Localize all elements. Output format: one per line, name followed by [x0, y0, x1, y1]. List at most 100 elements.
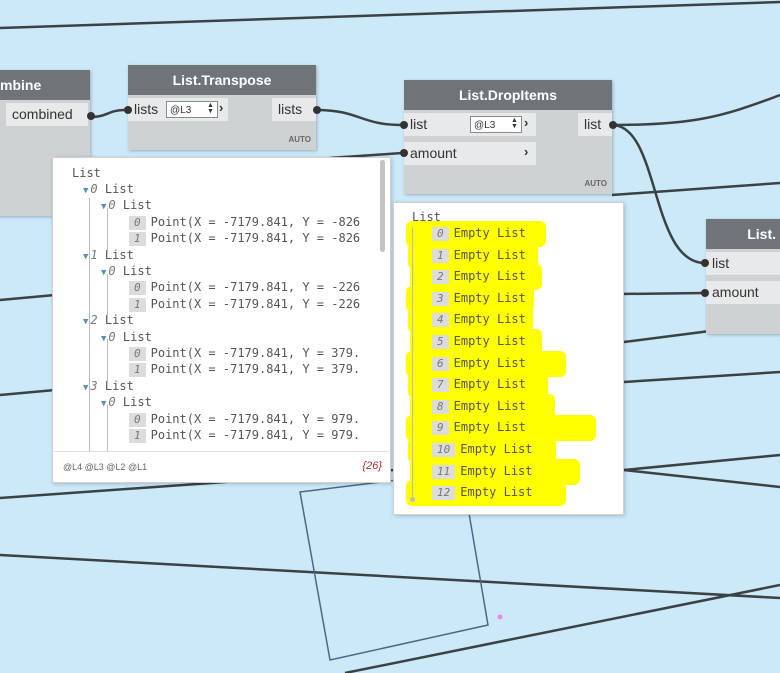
tree-index: 0 [108, 198, 116, 213]
combine-output-dot[interactable] [87, 112, 95, 120]
collapse-triangle-icon[interactable]: ▼ [101, 333, 107, 344]
item-index: 1 [129, 363, 146, 378]
item-index: 1 [432, 248, 449, 263]
tree-text: Point(X = -7179.841, Y = -826 [150, 214, 361, 229]
item-text: Empty List [453, 355, 526, 370]
item-index: 7 [432, 378, 449, 393]
tree-list-node[interactable]: ▼0 List [101, 394, 152, 410]
collapse-triangle-icon[interactable]: ▼ [83, 251, 89, 262]
preview-count: {26} [362, 460, 382, 472]
tree-guide-line [107, 208, 108, 254]
preview-levels[interactable]: @L4 @L3 @L2 @L1 [63, 462, 148, 472]
item-index: 8 [432, 399, 449, 414]
transpose-output-dot[interactable] [313, 106, 321, 114]
collapse-triangle-icon[interactable]: ▼ [83, 382, 89, 393]
tree-text: List [122, 264, 152, 278]
preview-footer: @L4 @L3 @L2 @L1 {26} [53, 451, 390, 482]
item-text: Empty List [460, 463, 533, 478]
tree-index: 0 [90, 182, 98, 196]
tree-list-node[interactable]: ▼0 List [101, 329, 152, 345]
transpose-output-lists[interactable]: lists [272, 98, 316, 121]
dropitems-output-dot[interactable] [609, 121, 617, 129]
tree-list-node[interactable]: ▼0 List [101, 263, 152, 279]
wire-right-5 [623, 468, 780, 489]
collapse-triangle-icon[interactable]: ▼ [83, 186, 89, 196]
right-node-amount-dot[interactable] [701, 289, 709, 297]
wire-left-2 [0, 388, 56, 397]
right-node-input-list[interactable]: list [706, 252, 780, 275]
tree-list-node[interactable]: ▼0 List [83, 181, 134, 197]
dropitems-lacing-selector[interactable]: @L3 ▲▼ [470, 116, 522, 133]
combine-output-port[interactable]: combined [6, 103, 88, 126]
item-text: Empty List [453, 269, 526, 284]
tree-guide-line [107, 339, 108, 385]
tree-text: List [104, 378, 134, 393]
tree-text: List [104, 247, 134, 262]
dropitems-output-list[interactable]: list [578, 113, 612, 136]
tree-text: Point(X = -7179.841, Y = -226 [150, 280, 361, 295]
tree-list-node[interactable]: ▼1 List [83, 247, 134, 263]
tree-text: Point(X = -7179.841, Y = -826 [150, 231, 361, 246]
transpose-auto-label: AUTO [288, 135, 311, 144]
preview-scrollbar[interactable] [380, 160, 385, 252]
transpose-lacing-spinner-icon[interactable]: ▲▼ [207, 102, 214, 115]
tree-index: 0 [108, 264, 116, 278]
tree-list-node[interactable]: ▼0 List [101, 197, 152, 213]
dropitems-input-amount[interactable]: amount [404, 142, 536, 165]
item-index: 5 [432, 335, 449, 349]
collapse-triangle-icon[interactable]: ▼ [101, 202, 107, 213]
wire-right-2 [623, 370, 780, 384]
item-index: 10 [432, 443, 456, 457]
wire-top-edge [0, 0, 780, 30]
tree-list-node[interactable]: ▼3 List [83, 378, 134, 394]
item-index: 0 [129, 281, 146, 296]
wire-right-3 [611, 181, 780, 197]
dropitems-amount-chevron-icon[interactable]: › [524, 144, 529, 159]
list-dropitems-node[interactable]: List.DropItems list @L3 ▲▼ › amount › li… [404, 80, 612, 194]
collapse-triangle-icon[interactable]: ▼ [101, 268, 107, 278]
transpose-lacing-value: @L3 [170, 105, 192, 116]
tree-list-item: 0 Point(X = -7179.841, Y = -226 [129, 279, 361, 296]
dropitems-input-list-dot[interactable] [400, 121, 408, 129]
dropitems-list-chevron-icon[interactable]: › [524, 115, 529, 130]
right-list-node[interactable]: List. list amount [706, 219, 780, 334]
item-text: Empty List [460, 485, 533, 500]
item-index: 4 [432, 313, 449, 328]
preview-header: List [72, 166, 101, 180]
transpose-input-dot[interactable] [124, 106, 132, 114]
tree-text: List [104, 182, 134, 196]
list-transpose-node[interactable]: List.Transpose lists @L3 ▲▼ › lists AUTO [128, 65, 316, 150]
tree-text: Point(X = -7179.841, Y = 379. [150, 346, 361, 360]
item-text: Empty List [453, 247, 526, 262]
right-node-input-amount[interactable]: amount [706, 281, 780, 304]
item-text: Empty List [453, 420, 526, 435]
wire-dropitems-out-top [611, 93, 780, 127]
combine-node[interactable]: mbine combined [0, 70, 90, 216]
transpose-expand-chevron-icon[interactable]: › [219, 100, 224, 115]
tree-text: Point(X = -7179.841, Y = 979. [150, 428, 361, 442]
tree-text: Point(X = -7179.841, Y = 979. [150, 411, 361, 426]
dropitems-lacing-spinner-icon[interactable]: ▲▼ [511, 117, 518, 130]
collapse-triangle-icon[interactable]: ▼ [83, 317, 89, 328]
dropitems-input-amount-dot[interactable] [400, 149, 408, 157]
right-node-list-dot[interactable] [701, 259, 709, 267]
transpose-lacing-selector[interactable]: @L3 ▲▼ [166, 101, 218, 118]
preview-right-tree-end [410, 497, 415, 502]
tree-guide-line [107, 274, 108, 320]
tree-list-node[interactable]: ▼2 List [83, 312, 134, 328]
collapse-triangle-icon[interactable]: ▼ [101, 399, 107, 410]
tree-index: 2 [90, 313, 98, 328]
